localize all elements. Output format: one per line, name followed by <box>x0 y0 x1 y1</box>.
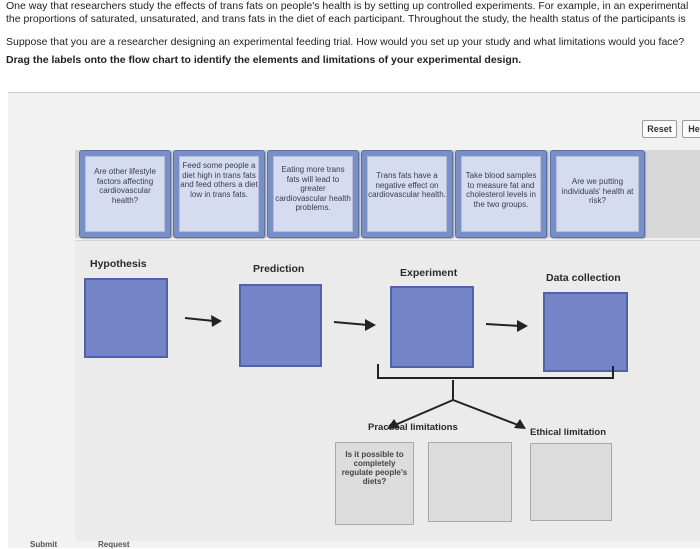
data-collection-heading: Data collection <box>546 272 621 284</box>
arrow-line <box>485 323 521 327</box>
intro-text: One way that researchers study the effec… <box>6 0 700 67</box>
label-card-text: Are other lifestyle factors affecting ca… <box>85 156 165 232</box>
label-card-text: Are we putting individuals' health at ri… <box>556 156 639 232</box>
label-card-text: Take blood samples to measure fat and ch… <box>461 156 541 232</box>
scenario-text: Suppose that you are a researcher design… <box>6 36 685 48</box>
instruction-text: Drag the labels onto the flow chart to i… <box>6 54 522 66</box>
label-card[interactable]: Trans fats have a negative effect on car… <box>361 150 453 238</box>
label-card-text: Feed some people a diet high in trans fa… <box>179 156 259 232</box>
label-card[interactable]: Eating more trans fats will lead to grea… <box>267 150 359 238</box>
practical-limitation-dropzone-2[interactable] <box>428 442 512 522</box>
prediction-heading: Prediction <box>253 263 305 275</box>
branch-left <box>394 399 454 426</box>
label-card[interactable]: Are we putting individuals' health at ri… <box>550 150 645 238</box>
label-card-text: Eating more trans fats will lead to grea… <box>273 156 353 232</box>
placed-label-text[interactable]: Is it possible to completely regulate pe… <box>341 450 408 486</box>
reset-button[interactable]: Reset <box>642 120 677 138</box>
intro-line-1: One way that researchers study the effec… <box>6 0 689 12</box>
label-bank: Are other lifestyle factors affecting ca… <box>75 150 700 238</box>
request-answer-button[interactable]: Request <box>98 540 130 549</box>
label-card-text: Trans fats have a negative effect on car… <box>367 156 447 232</box>
label-card[interactable]: Take blood samples to measure fat and ch… <box>455 150 547 238</box>
prediction-dropzone[interactable] <box>239 284 322 367</box>
label-card[interactable]: Feed some people a diet high in trans fa… <box>173 150 265 238</box>
arrow-head <box>387 419 400 429</box>
submit-button[interactable]: Submit <box>30 540 58 549</box>
arrow-head <box>514 419 526 429</box>
arrow-line <box>184 317 215 322</box>
help-button[interactable]: He <box>682 120 700 138</box>
arrow-head <box>365 319 376 331</box>
practical-limitations-heading: Practical limitations <box>368 422 458 433</box>
experiment-heading: Experiment <box>400 267 458 279</box>
arrow-head <box>211 315 222 327</box>
intro-line-2: the proportions of saturated, unsaturate… <box>6 13 686 25</box>
experiment-dropzone[interactable] <box>390 286 474 368</box>
branch-right <box>452 399 519 426</box>
arrow-line <box>333 321 369 326</box>
hypothesis-heading: Hypothesis <box>90 258 147 270</box>
ethical-limitation-dropzone[interactable] <box>530 443 612 521</box>
hypothesis-dropzone[interactable] <box>84 278 168 358</box>
arrow-head <box>517 320 528 332</box>
bracket-line <box>377 364 614 379</box>
data-collection-dropzone[interactable] <box>543 292 628 372</box>
label-card[interactable]: Are other lifestyle factors affecting ca… <box>79 150 171 238</box>
ethical-limitation-heading: Ethical limitation <box>530 427 607 438</box>
practical-limitation-dropzone[interactable] <box>335 442 414 525</box>
